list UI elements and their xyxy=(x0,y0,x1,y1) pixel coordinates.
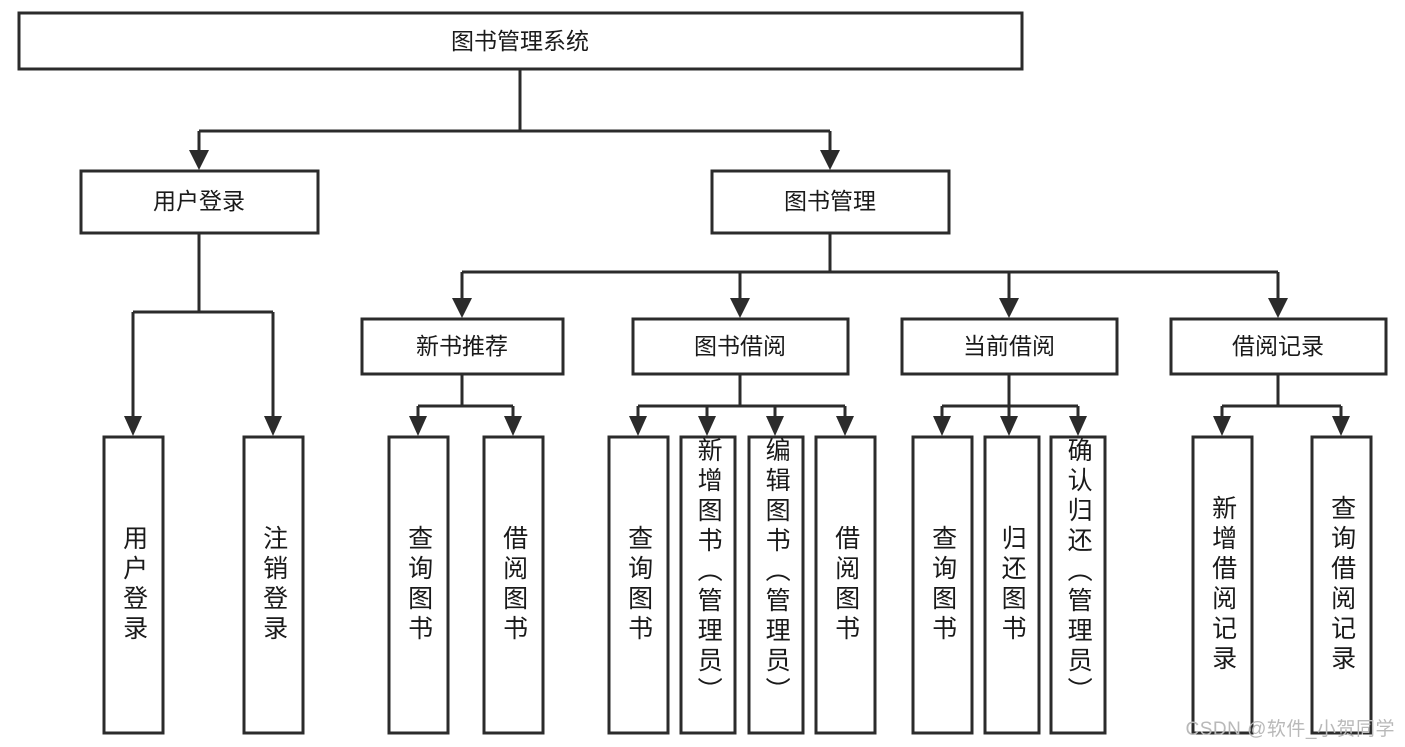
arrow-head-book-borrow-leaf3 xyxy=(766,416,784,436)
leaf-box-borrow-record-0[interactable] xyxy=(1191,435,1254,735)
connector-group-new-book-to-leaves xyxy=(409,375,522,436)
arrow-head-current-borrow-leaf1 xyxy=(933,416,951,436)
arrow-head-user-login xyxy=(189,150,209,170)
node-borrow-record[interactable]: 借阅记录 xyxy=(1169,317,1388,376)
leaf-box-user-login-1[interactable] xyxy=(242,435,305,735)
arrow-head-user-login-leaf2 xyxy=(264,416,282,436)
arrow-head-user-login-leaf1 xyxy=(124,416,142,436)
node-book-manage-label: 图书管理 xyxy=(784,188,876,214)
arrow-head-new-book xyxy=(452,298,472,318)
leaf-box-borrow-record-1[interactable] xyxy=(1310,435,1373,735)
connector-group-borrow-record-to-leaves xyxy=(1213,375,1350,436)
arrow-head-current-borrow-leaf2 xyxy=(1000,416,1018,436)
leaf-box-new-book-0[interactable] xyxy=(387,435,450,735)
leaf-box-book-borrow-1[interactable] xyxy=(679,435,737,735)
node-current-borrow-label: 当前借阅 xyxy=(963,333,1055,359)
node-borrow-record-box[interactable] xyxy=(1169,317,1388,376)
node-book-manage[interactable]: 图书管理 xyxy=(710,169,951,235)
leaf-boxes-current-borrow xyxy=(911,435,1107,735)
arrow-head-current-borrow-leaf3 xyxy=(1069,416,1087,436)
connector-group-root-to-level2 xyxy=(189,69,840,170)
node-new-book-recommend[interactable]: 新书推荐 xyxy=(360,317,565,376)
leaf-box-book-borrow-3[interactable] xyxy=(814,435,877,735)
node-root[interactable]: 图书管理系统 xyxy=(17,11,1024,71)
node-user-login[interactable]: 用户登录 xyxy=(79,169,320,235)
arrow-head-new-book-leaf2 xyxy=(504,416,522,436)
leaf-box-new-book-1[interactable] xyxy=(482,435,545,735)
leaf-boxes-user-login xyxy=(102,435,305,735)
node-book-borrow[interactable]: 图书借阅 xyxy=(631,317,850,376)
node-book-borrow-label: 图书借阅 xyxy=(694,333,786,359)
node-root-label: 图书管理系统 xyxy=(451,28,589,54)
arrow-head-new-book-leaf1 xyxy=(409,416,427,436)
arrow-head-current-borrow xyxy=(999,298,1019,318)
arrow-head-book-borrow-leaf4 xyxy=(836,416,854,436)
arrow-head-book-borrow-leaf2 xyxy=(698,416,716,436)
leaf-boxes-book-borrow xyxy=(607,435,877,735)
node-book-borrow-box[interactable] xyxy=(631,317,850,376)
connector-group-user-login-to-leaves xyxy=(124,233,282,436)
arrow-head-book-borrow-leaf1 xyxy=(629,416,647,436)
leaf-box-current-borrow-1[interactable] xyxy=(983,435,1041,735)
node-new-book-recommend-box[interactable] xyxy=(360,317,565,376)
leaf-boxes-new-book-recommend xyxy=(387,435,545,735)
arrow-head-borrow-record xyxy=(1268,298,1288,318)
csdn-watermark: CSDN @软件_小贺同学 xyxy=(1185,719,1395,740)
node-current-borrow-box[interactable] xyxy=(900,317,1119,376)
connector-group-current-borrow-to-leaves xyxy=(933,375,1087,436)
arrow-head-borrow-record-leaf1 xyxy=(1213,416,1231,436)
arrow-head-book-borrow xyxy=(730,298,750,318)
leaf-box-book-borrow-2[interactable] xyxy=(747,435,805,735)
node-new-book-recommend-label: 新书推荐 xyxy=(416,333,508,359)
node-user-login-box[interactable] xyxy=(79,169,320,235)
arrow-head-borrow-record-leaf2 xyxy=(1332,416,1350,436)
leaf-box-book-borrow-0[interactable] xyxy=(607,435,670,735)
node-root-box[interactable] xyxy=(17,11,1024,71)
node-book-manage-box[interactable] xyxy=(710,169,951,235)
leaf-box-user-login-0[interactable] xyxy=(102,435,165,735)
arrow-head-book-manage xyxy=(820,150,840,170)
connector-group-book-manage-to-level3 xyxy=(452,233,1288,318)
node-user-login-label: 用户登录 xyxy=(153,188,245,214)
leaf-box-current-borrow-2[interactable] xyxy=(1049,435,1107,735)
leaf-box-current-borrow-0[interactable] xyxy=(911,435,974,735)
leaf-boxes-borrow-record xyxy=(1191,435,1373,735)
connector-group-book-borrow-to-leaves xyxy=(629,375,854,436)
node-borrow-record-label: 借阅记录 xyxy=(1232,333,1324,359)
node-current-borrow[interactable]: 当前借阅 xyxy=(900,317,1119,376)
